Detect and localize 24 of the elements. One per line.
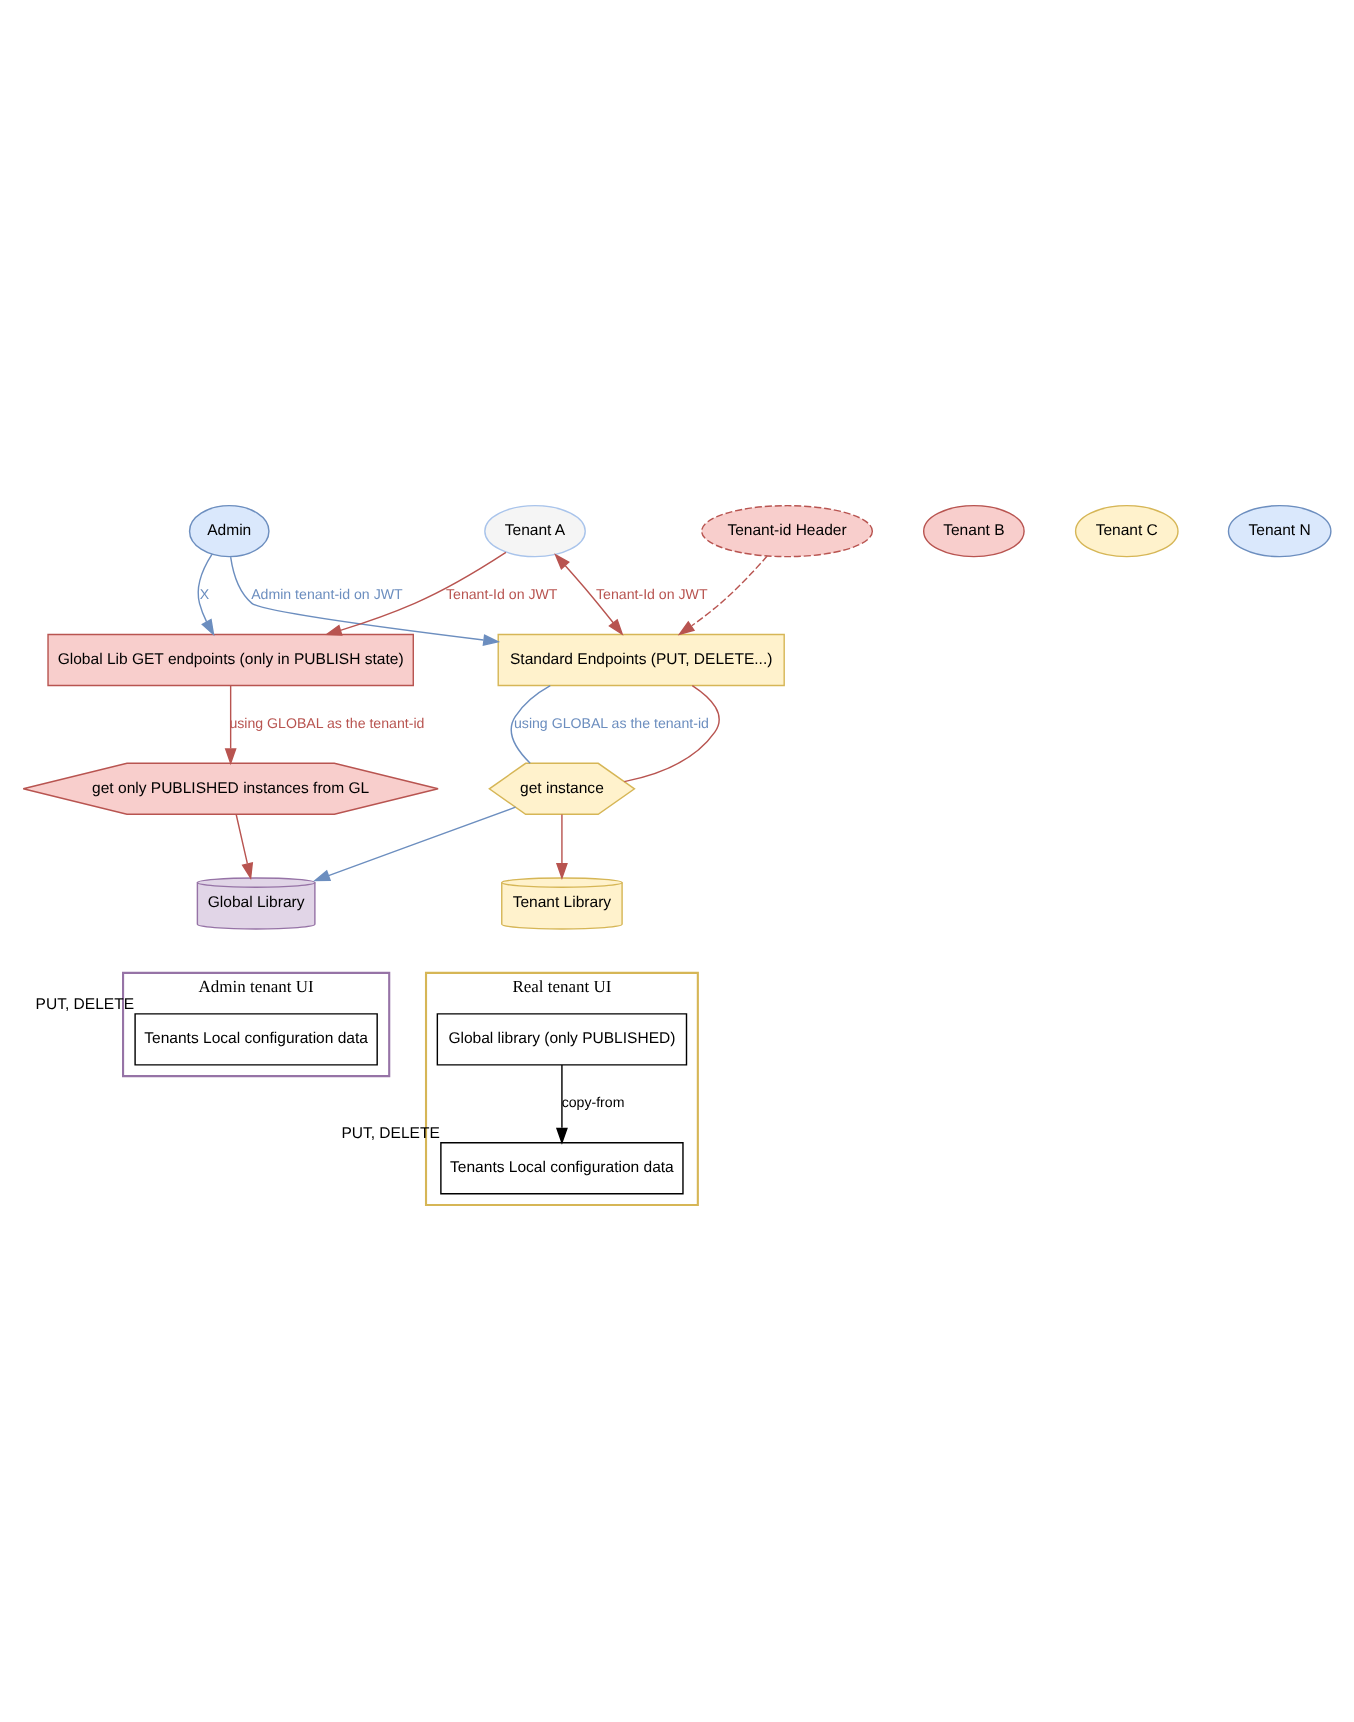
node-box: Tenants Local configuration data xyxy=(440,1142,684,1195)
node-box: Tenants Local configuration data xyxy=(134,1013,378,1066)
arrow xyxy=(224,684,237,766)
arrow xyxy=(197,553,215,637)
arrow xyxy=(229,556,501,646)
node-ellipse: Tenant C xyxy=(1074,504,1179,558)
connector xyxy=(510,684,551,764)
arrow xyxy=(313,806,517,882)
node-ellipse: Tenant N xyxy=(1227,504,1332,558)
arrow xyxy=(555,1064,568,1145)
arrow xyxy=(677,555,768,636)
node-ellipse: Admin xyxy=(188,504,270,558)
arrow xyxy=(555,813,568,880)
node-ellipse: Tenant A xyxy=(484,504,586,558)
node-box: Global library (only PUBLISHED) xyxy=(436,1013,688,1066)
connector xyxy=(623,684,720,783)
node-ellipse: Tenant-id Header xyxy=(701,504,874,558)
node-ellipse: Tenant B xyxy=(923,504,1025,558)
arrow xyxy=(324,551,507,636)
arrow xyxy=(554,553,624,636)
node-box: Standard Endpoints (PUT, DELETE...) xyxy=(497,633,785,687)
node-label: PUT, DELETE xyxy=(35,995,135,1014)
node-box: Global Lib GET endpoints (only in PUBLISH state) xyxy=(47,633,414,687)
arrow xyxy=(235,813,254,880)
